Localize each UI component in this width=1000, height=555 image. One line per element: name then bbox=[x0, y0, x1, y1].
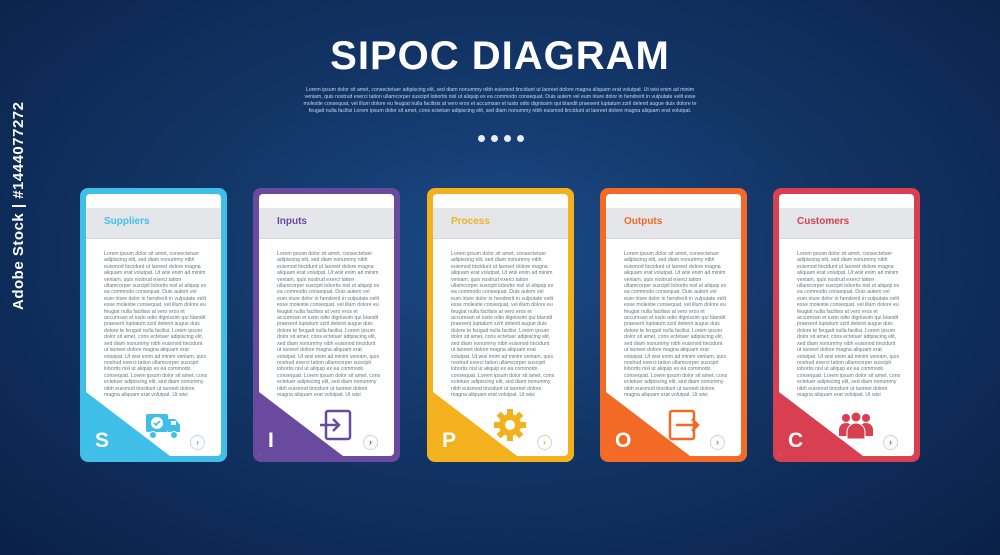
dot bbox=[504, 135, 511, 142]
card-next-button[interactable]: › bbox=[190, 435, 205, 450]
card-body-text: Lorem ipsum dolor sit amet, consectetuer… bbox=[624, 251, 728, 398]
card-title: Inputs bbox=[277, 216, 307, 227]
card-letter: O bbox=[615, 429, 632, 452]
card-panel: Inputs Lorem ipsum dolor sit amet, conse… bbox=[259, 194, 394, 456]
pagination-dots bbox=[478, 135, 524, 142]
card-customers: Customers Lorem ipsum dolor sit amet, co… bbox=[773, 188, 920, 462]
card-letter: C bbox=[788, 429, 804, 452]
card-letter: S bbox=[95, 429, 110, 452]
card-title: Customers bbox=[797, 216, 850, 227]
card-corner-shape bbox=[433, 392, 517, 456]
card-title: Process bbox=[451, 216, 490, 227]
diagram-subtitle: Lorem ipsum dolor sit amet, consectetuer… bbox=[303, 87, 697, 114]
watermark-text: Adobe Stock | #1444077272 bbox=[10, 101, 27, 310]
card-header bbox=[606, 208, 741, 239]
card-corner-shape bbox=[606, 392, 690, 456]
card-body-text: Lorem ipsum dolor sit amet, consectetuer… bbox=[451, 251, 555, 398]
card-body-text: Lorem ipsum dolor sit amet, consectetuer… bbox=[104, 251, 208, 398]
gear-icon bbox=[491, 408, 529, 442]
users-group-icon bbox=[837, 408, 875, 442]
card-next-button[interactable]: › bbox=[537, 435, 552, 450]
card-header bbox=[779, 208, 914, 239]
card-panel: Suppliers Lorem ipsum dolor sit amet, co… bbox=[86, 194, 221, 456]
card-corner-shape bbox=[779, 392, 863, 456]
dot bbox=[517, 135, 524, 142]
card-header bbox=[259, 208, 394, 239]
delivery-truck-icon bbox=[144, 408, 182, 442]
card-corner-shape bbox=[259, 392, 343, 456]
card-suppliers: Suppliers Lorem ipsum dolor sit amet, co… bbox=[80, 188, 227, 462]
card-corner-shape bbox=[86, 392, 170, 456]
card-title: Outputs bbox=[624, 216, 663, 227]
card-body-text: Lorem ipsum dolor sit amet, consectetuer… bbox=[277, 251, 381, 398]
card-next-button[interactable]: › bbox=[883, 435, 898, 450]
card-outputs: Outputs Lorem ipsum dolor sit amet, cons… bbox=[600, 188, 747, 462]
card-letter: I bbox=[268, 429, 274, 452]
card-panel: Outputs Lorem ipsum dolor sit amet, cons… bbox=[606, 194, 741, 456]
card-letter: P bbox=[442, 429, 457, 452]
card-process: Process Lorem ipsum dolor sit amet, cons… bbox=[427, 188, 574, 462]
card-panel: Customers Lorem ipsum dolor sit amet, co… bbox=[779, 194, 914, 456]
dot bbox=[491, 135, 498, 142]
card-title: Suppliers bbox=[104, 216, 150, 227]
sign-in-icon bbox=[317, 408, 355, 442]
card-next-button[interactable]: › bbox=[363, 435, 378, 450]
card-body-text: Lorem ipsum dolor sit amet, consectetuer… bbox=[797, 251, 901, 398]
diagram-title: SIPOC DIAGRAM bbox=[330, 34, 670, 78]
card-inputs: Inputs Lorem ipsum dolor sit amet, conse… bbox=[253, 188, 400, 462]
card-next-button[interactable]: › bbox=[710, 435, 725, 450]
card-panel: Process Lorem ipsum dolor sit amet, cons… bbox=[433, 194, 568, 456]
dot bbox=[478, 135, 485, 142]
sign-out-icon bbox=[664, 408, 702, 442]
card-header bbox=[86, 208, 221, 239]
card-header bbox=[433, 208, 568, 239]
